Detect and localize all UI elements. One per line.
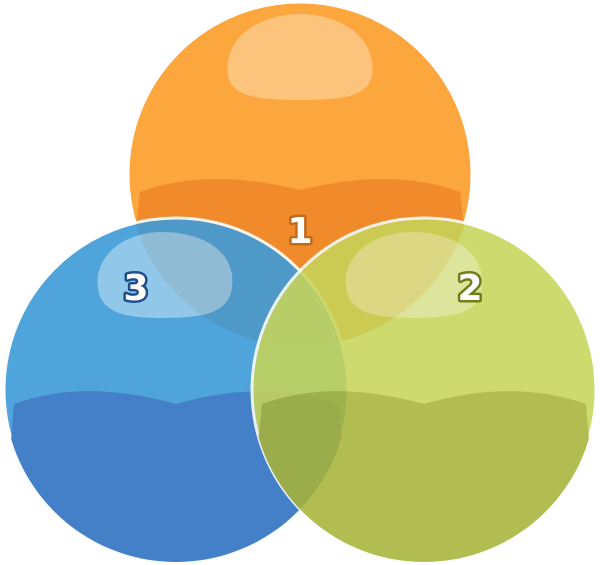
- circle-3-highlight: [97, 232, 233, 318]
- circle-2-lower-shade: [252, 391, 596, 562]
- circle-2: [250, 216, 598, 564]
- circle-3-label: 3: [123, 268, 148, 309]
- circle-2-highlight: [345, 232, 483, 318]
- circle-1-highlight: [227, 14, 373, 100]
- circle-1-label: 1: [287, 211, 312, 252]
- circle-2-label: 2: [457, 268, 482, 309]
